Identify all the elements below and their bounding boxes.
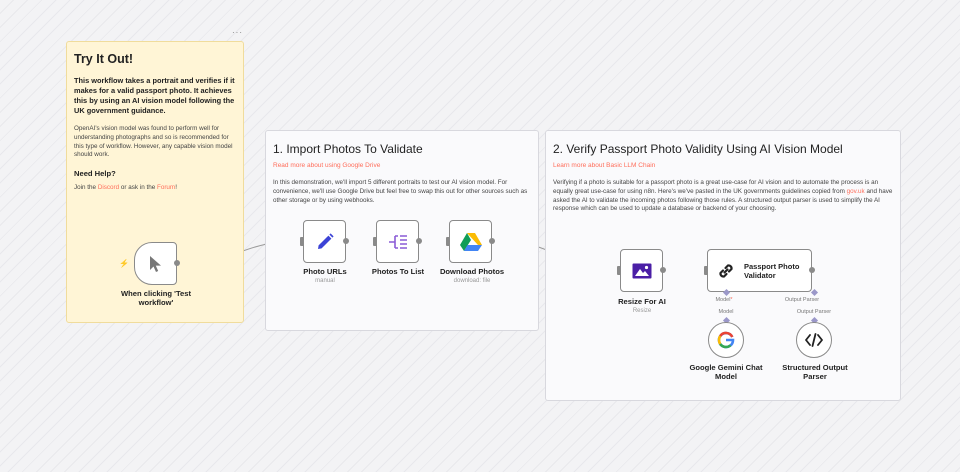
node-label: Photos To List [371,267,425,276]
sticky-body: Verifying if a photo is suitable for a p… [553,179,893,214]
chain-link-icon [719,263,733,278]
sticky-intro: This workflow takes a portrait and verif… [74,76,235,115]
llm-chain-docs-link[interactable]: Learn more about Basic LLM Chain [553,162,656,169]
sticky-body: In this demonstration, we'll import 5 di… [273,179,528,204]
body-part-1: Verifying if a photo is suitable for a p… [553,179,879,195]
node-subtitle: manual [315,278,335,284]
validator-model-port-label: Model* [712,297,736,303]
node-structured-output-parser[interactable] [796,322,832,358]
forum-link[interactable]: Forum [156,184,176,192]
trigger-bolt-icon: ⚡ [119,259,129,268]
split-out-icon [388,234,407,249]
sticky-more-menu[interactable]: ··· [232,28,243,37]
validator-parser-port-label: Output Parser [784,297,820,303]
sticky-title: Try It Out! [74,52,134,66]
photos-to-list-input-port[interactable] [373,237,377,246]
help-mid: or ask in the [119,184,157,192]
validator-input-port[interactable] [704,266,708,275]
node-passport-photo-validator[interactable]: Passport Photo Validator [707,249,812,292]
code-icon [805,333,823,347]
sticky-title: 2. Verify Passport Photo Validity Using … [553,142,843,156]
node-photo-urls[interactable] [303,220,346,263]
google-drive-docs-link[interactable]: Read more about using Google Drive [273,162,381,169]
node-label: Google Gemini Chat Model [689,363,763,381]
photos-to-list-output-port[interactable] [416,238,422,244]
node-download-photos[interactable] [449,220,492,263]
node-photos-to-list[interactable] [376,220,419,263]
trigger-output-port[interactable] [174,260,180,266]
photo-urls-input-port[interactable] [300,237,304,246]
body-part-2: and have asked the AI to validate the in… [553,187,893,213]
node-manual-trigger[interactable] [134,242,177,285]
node-label: Photo URLs [303,267,347,276]
photo-urls-output-port[interactable] [343,238,349,244]
node-google-gemini-chat-model[interactable] [708,322,744,358]
node-label: Resize For AI [618,297,666,306]
node-subtitle: Resize [632,308,652,314]
sticky-body: OpenAI's vision model was found to perfo… [74,125,233,159]
google-icon [717,331,735,349]
parser-port-label: Output Parser [796,309,832,315]
node-label: Download Photos [439,267,505,276]
sticky-title: 1. Import Photos To Validate [273,142,423,156]
validator-output-port[interactable] [809,267,815,273]
sticky-help-text: Join the Discord or ask in the Forum! [74,184,236,193]
help-suffix: ! [175,184,177,192]
node-label: Structured Output Parser [782,363,848,381]
help-prefix: Join the [74,184,98,192]
resize-output-port[interactable] [660,267,666,273]
download-photos-output-port[interactable] [489,238,495,244]
cursor-icon [149,255,161,272]
sticky-help-title: Need Help? [74,169,116,179]
image-icon [632,263,651,278]
pencil-icon [317,232,334,249]
node-resize-for-ai[interactable] [620,249,663,292]
gemini-port-label: Model [718,309,734,315]
discord-link[interactable]: Discord [97,184,120,192]
download-photos-input-port[interactable] [446,237,450,246]
resize-input-port[interactable] [617,266,621,275]
port-label-text: Model [715,297,731,303]
google-drive-icon [459,233,482,251]
required-marker: * [730,297,733,303]
node-label: Passport Photo Validator [744,261,800,280]
node-label: When clicking 'Test workflow' [120,289,192,307]
node-subtitle: download: file [453,278,491,284]
gov-uk-link[interactable]: gov.uk [846,187,865,195]
